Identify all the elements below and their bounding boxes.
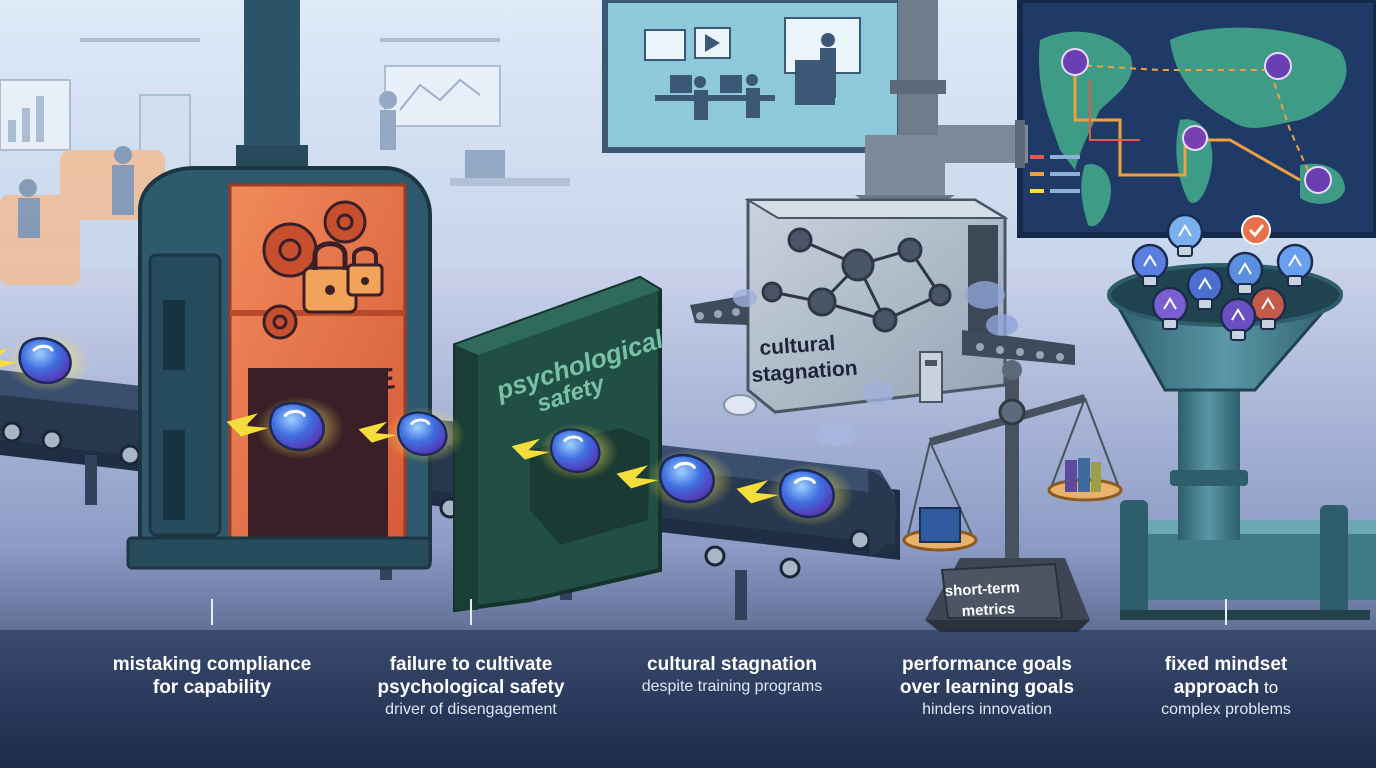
caption-subtext: complex problems <box>1161 701 1291 718</box>
belt-roller <box>849 529 871 551</box>
short-term-metrics-scale: short-term metrics <box>902 360 1123 632</box>
caption-line: failure to cultivate <box>389 654 553 675</box>
scale-label-line1: short-term <box>944 579 1020 600</box>
caption-line: performance goals <box>902 654 1072 675</box>
caption-cultural-stagnation: cultural stagnation despite training pro… <box>607 653 857 698</box>
idea-bulbs <box>1131 213 1314 341</box>
caption-band <box>0 630 1376 768</box>
world-map-panel <box>1017 0 1376 238</box>
caption-line: for capability <box>152 677 272 698</box>
glowing-idea-blob <box>736 463 855 527</box>
belt-roller <box>1 421 23 443</box>
mistake-machine: MISTAKE <box>126 0 432 570</box>
lightbulb-icon <box>1131 243 1169 287</box>
caption-pointer <box>470 599 472 625</box>
lightbulb-icon <box>1249 286 1287 330</box>
caption-line: cultural stagnation <box>647 654 817 675</box>
glowing-idea-blob <box>358 406 465 464</box>
caption-performance-goals: performance goals over learning goals hi… <box>862 653 1112 721</box>
caption-line: over learning goals <box>899 677 1075 698</box>
glowing-idea-blob <box>226 396 345 460</box>
lightbulb-icon <box>1226 251 1264 295</box>
lightbulb-icon <box>1186 266 1224 310</box>
lightbulb-icon <box>1276 243 1314 287</box>
ceiling-duct <box>855 0 1028 215</box>
caption-normal-word: to <box>1259 678 1279 697</box>
lightbulb-icon <box>1219 297 1257 341</box>
caption-mistaking-compliance: mistaking compliance for capability <box>87 599 337 699</box>
caption-subtext: driver of disengagement <box>385 701 557 718</box>
caption-subtext: hinders innovation <box>922 701 1052 718</box>
caption-line-mixed: approach to <box>1101 676 1351 699</box>
belt-roller <box>119 444 141 466</box>
checkmark-icon <box>1241 215 1271 245</box>
lightbulb-icon <box>1151 286 1189 330</box>
idea-blobs <box>0 332 855 527</box>
glowing-idea-blob <box>511 423 618 481</box>
cultural-stagnation-machine: cultural stagnation <box>690 198 1075 446</box>
caption-psychological-safety: failure to cultivate psychological safet… <box>346 599 596 721</box>
scale-label-line2: metrics <box>961 600 1015 620</box>
caption-fixed-mindset: fixed mindset approach to complex proble… <box>1101 599 1351 721</box>
belt-roller <box>779 557 801 579</box>
caption-line: psychological safety <box>377 677 565 698</box>
glowing-idea-blob <box>616 448 735 512</box>
lightbulb-icon <box>1166 213 1204 257</box>
background-meeting-room <box>602 0 903 153</box>
caption-pointer <box>1225 599 1227 625</box>
stagnation-label-line1: cultural <box>759 332 836 360</box>
glowing-idea-blob <box>0 332 90 392</box>
caption-subtext: despite training programs <box>641 678 823 695</box>
caption-pointer <box>211 599 213 625</box>
caption-line: mistaking compliance <box>112 654 312 675</box>
caption-bold-word: approach <box>1173 677 1260 698</box>
belt-roller <box>704 545 726 567</box>
belt-roller <box>41 429 63 451</box>
caption-line: fixed mindset <box>1164 654 1288 675</box>
